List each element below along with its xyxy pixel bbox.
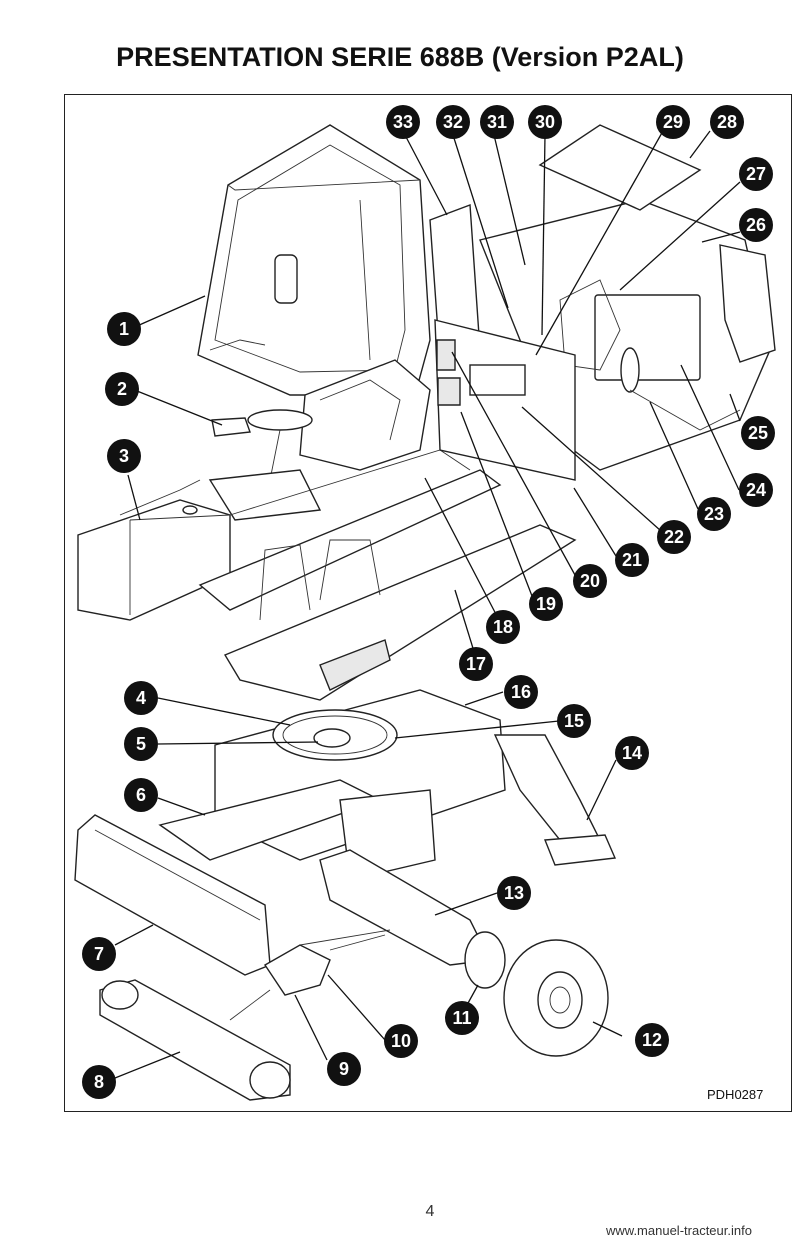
svg-text:15: 15: [564, 711, 584, 731]
svg-text:18: 18: [493, 617, 513, 637]
callout-11: 11: [445, 1001, 479, 1035]
svg-text:11: 11: [452, 1008, 471, 1028]
svg-text:6: 6: [136, 785, 146, 805]
drive-shaft-illustration: [229, 934, 386, 1021]
callout-16: 16: [504, 675, 538, 709]
diagram-frame: [64, 94, 792, 1112]
rear-axle-illustration: [299, 849, 506, 989]
callout-14: 14: [615, 736, 649, 770]
svg-text:4: 4: [136, 688, 146, 708]
callout-1: 1: [107, 312, 141, 346]
svg-text:31: 31: [487, 112, 507, 132]
svg-text:2: 2: [117, 379, 127, 399]
svg-text:14: 14: [622, 743, 642, 763]
svg-text:13: 13: [504, 883, 524, 903]
svg-text:29: 29: [663, 112, 683, 132]
leader-lines: [114, 130, 741, 1079]
svg-text:33: 33: [393, 112, 413, 132]
callout-29: 29: [656, 105, 690, 139]
svg-text:20: 20: [580, 571, 600, 591]
callout-7: 7: [82, 937, 116, 971]
callout-33: 33: [386, 105, 420, 139]
front-axle-illustration: [99, 979, 291, 1101]
callout-18: 18: [486, 610, 520, 644]
callout-13: 13: [497, 876, 531, 910]
callout-9: 9: [327, 1052, 361, 1086]
svg-text:25: 25: [748, 423, 768, 443]
callout-3: 3: [107, 439, 141, 473]
boom-illustration: [493, 734, 617, 866]
seat-and-steering-illustration: [208, 359, 431, 521]
cab-illustration: [197, 124, 431, 396]
callout-21: 21: [615, 543, 649, 577]
callout-20: 20: [573, 564, 607, 598]
svg-text:27: 27: [746, 164, 766, 184]
callout-26: 26: [739, 208, 773, 242]
svg-text:5: 5: [136, 734, 146, 754]
svg-text:26: 26: [746, 215, 766, 235]
svg-text:3: 3: [119, 446, 129, 466]
fuel-tank-illustration: [77, 479, 231, 621]
turntable-illustration: [158, 689, 506, 881]
svg-text:24: 24: [746, 480, 766, 500]
drawing-reference-code: PDH0287: [707, 1087, 764, 1102]
svg-text:28: 28: [717, 112, 737, 132]
callout-31: 31: [480, 105, 514, 139]
svg-text:19: 19: [536, 594, 556, 614]
callout-27: 27: [739, 157, 773, 191]
callout-5: 5: [124, 727, 158, 761]
callout-2: 2: [105, 372, 139, 406]
svg-text:7: 7: [94, 944, 104, 964]
callout-25: 25: [741, 416, 775, 450]
callout-10: 10: [384, 1024, 418, 1058]
website-url: www.manuel-tracteur.info: [606, 1223, 752, 1238]
svg-text:17: 17: [466, 654, 486, 674]
callout-4: 4: [124, 681, 158, 715]
wheel-illustration: [503, 939, 609, 1057]
svg-text:22: 22: [664, 527, 684, 547]
callout-23: 23: [697, 497, 731, 531]
callout-12: 12: [635, 1023, 669, 1057]
callout-17: 17: [459, 647, 493, 681]
engine-compartment-illustration: [429, 124, 776, 481]
svg-text:32: 32: [443, 112, 463, 132]
callout-19: 19: [529, 587, 563, 621]
svg-text:10: 10: [391, 1031, 411, 1051]
callout-22: 22: [657, 520, 691, 554]
callout-8: 8: [82, 1065, 116, 1099]
callout-28: 28: [710, 105, 744, 139]
page-number: 4: [425, 1203, 435, 1220]
svg-text:16: 16: [511, 682, 531, 702]
callout-24: 24: [739, 473, 773, 507]
svg-text:23: 23: [704, 504, 724, 524]
svg-text:30: 30: [535, 112, 555, 132]
page-title: PRESENTATION SERIE 688B (Version P2AL): [116, 42, 684, 72]
callout-15: 15: [557, 704, 591, 738]
callout-6: 6: [124, 778, 158, 812]
svg-text:12: 12: [642, 1030, 662, 1050]
svg-text:1: 1: [119, 319, 129, 339]
svg-text:9: 9: [339, 1059, 349, 1079]
svg-text:8: 8: [94, 1072, 104, 1092]
callout-30: 30: [528, 105, 562, 139]
upper-frame-illustration: [198, 449, 577, 701]
callout-32: 32: [436, 105, 470, 139]
svg-text:21: 21: [622, 550, 642, 570]
